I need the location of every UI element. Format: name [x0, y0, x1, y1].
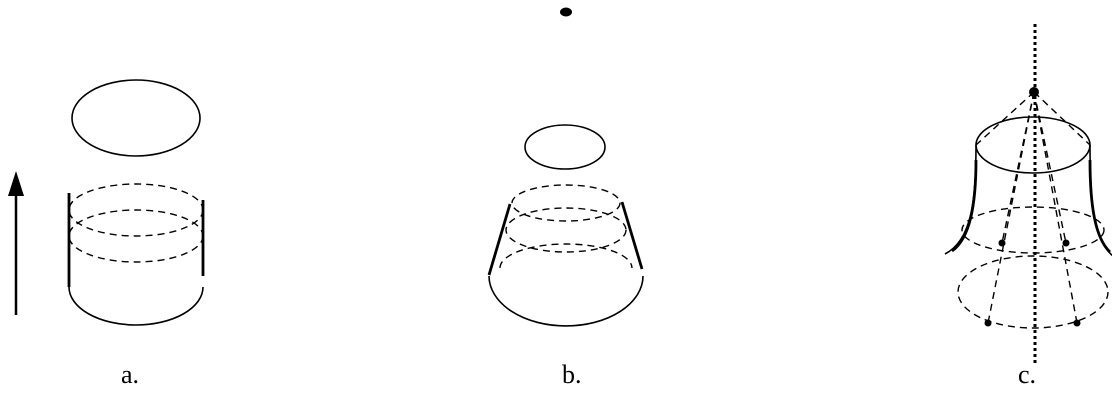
panel-c-label: c. [1018, 360, 1037, 389]
ray-4-c [1033, 91, 1067, 244]
bell-side-left-c [944, 144, 977, 255]
panel-b-label: b. [562, 360, 582, 389]
intersection-point-4-c [1073, 319, 1081, 327]
dashed-ring-b-2 [505, 207, 627, 253]
panel-a [8, 79, 205, 326]
dashed-ring-c-2 [957, 255, 1109, 329]
dashed-ring-b-1 [511, 184, 621, 222]
ray-1-c [975, 91, 1035, 146]
top-ellipse-c [975, 116, 1091, 174]
ray-6-c [1033, 91, 1078, 324]
bell-side-right-thick-c [1088, 159, 1112, 254]
frustum-side-left-b [487, 203, 512, 276]
intersection-point-1-c [998, 239, 1006, 247]
ray-5-c [987, 91, 1035, 324]
bell-side-left-thick-c [951, 159, 978, 253]
apex-point-b [560, 7, 572, 17]
top-ellipse-b [524, 124, 606, 170]
dashed-ring-c-1 [961, 206, 1105, 254]
bottom-curve-a [68, 286, 204, 326]
bottom-curve-b [488, 275, 644, 327]
intersection-point-3-c [984, 319, 992, 327]
ray-2-c [1033, 91, 1091, 146]
dashed-ring-b-3-back [499, 243, 633, 269]
upward-arrowhead [8, 171, 24, 196]
intersection-point-2-c [1062, 239, 1070, 247]
panel-c [944, 24, 1112, 366]
top-ellipse-a [71, 79, 201, 157]
panel-b [487, 7, 644, 327]
frustum-side-right-b [620, 201, 644, 270]
ray-3-c [1001, 91, 1035, 244]
panel-a-label: a. [121, 360, 140, 389]
